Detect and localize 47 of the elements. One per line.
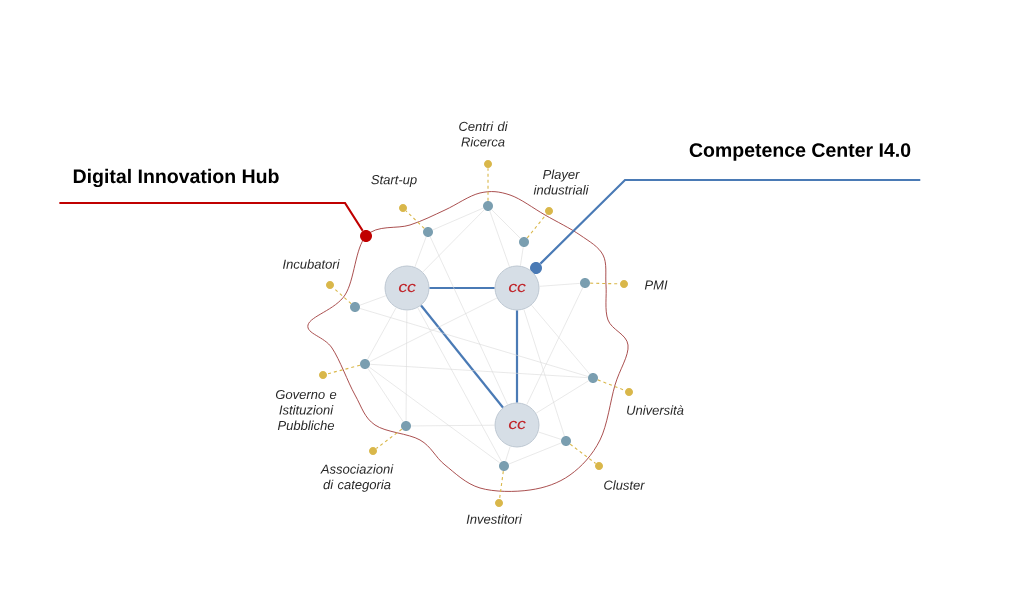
- dashed-connector: [405, 210, 425, 229]
- link-line: [508, 442, 562, 465]
- leader-line: [59, 201, 364, 232]
- dashed-connector: [569, 443, 597, 464]
- dashed-connector: [332, 287, 352, 305]
- hub-label: Digital Innovation Hub: [73, 168, 279, 188]
- link-line: [369, 297, 498, 362]
- link-line: [538, 431, 562, 440]
- hub-label: Competence Center I4.0: [689, 143, 911, 161]
- link-line: [489, 210, 510, 268]
- link-line: [367, 307, 397, 360]
- dashed-connector: [326, 364, 361, 375]
- link-line: [422, 209, 485, 273]
- category-label: Player industriali: [533, 169, 589, 195]
- dashed-connector: [597, 379, 626, 392]
- link-line: [367, 368, 404, 422]
- leader-line: [539, 178, 921, 265]
- link-line: [368, 366, 501, 464]
- link-line: [531, 304, 590, 375]
- category-label: Governo e Istituzioni Pubbliche: [275, 389, 337, 431]
- link-line: [414, 236, 427, 268]
- link-line: [432, 207, 484, 231]
- category-label: Centri di Ricerca: [459, 121, 508, 147]
- dashed-connector: [499, 470, 504, 500]
- category-label: Incubatori: [283, 259, 340, 269]
- thick-link: [515, 310, 519, 403]
- link-line: [359, 295, 387, 306]
- link-line: [359, 308, 589, 377]
- category-label: Associazioni di categoria: [320, 464, 394, 492]
- link-line: [526, 287, 584, 405]
- link-line: [417, 307, 502, 462]
- link-line: [505, 446, 511, 462]
- link-line: [535, 380, 589, 414]
- category-label: Università: [627, 405, 684, 415]
- link-line: [523, 309, 565, 437]
- thick-link: [429, 286, 495, 290]
- link-line: [369, 364, 589, 378]
- thick-link: [420, 304, 504, 409]
- dashed-connector: [487, 167, 489, 202]
- category-label: Cluster: [604, 480, 646, 490]
- category-label: PMI: [644, 280, 668, 290]
- dashed-connector: [375, 428, 403, 449]
- link-line: [429, 236, 508, 405]
- category-label: Start-up: [371, 175, 417, 187]
- dashed-connector: [526, 213, 547, 239]
- category-label: Investitori: [466, 514, 523, 524]
- link-line: [491, 209, 521, 239]
